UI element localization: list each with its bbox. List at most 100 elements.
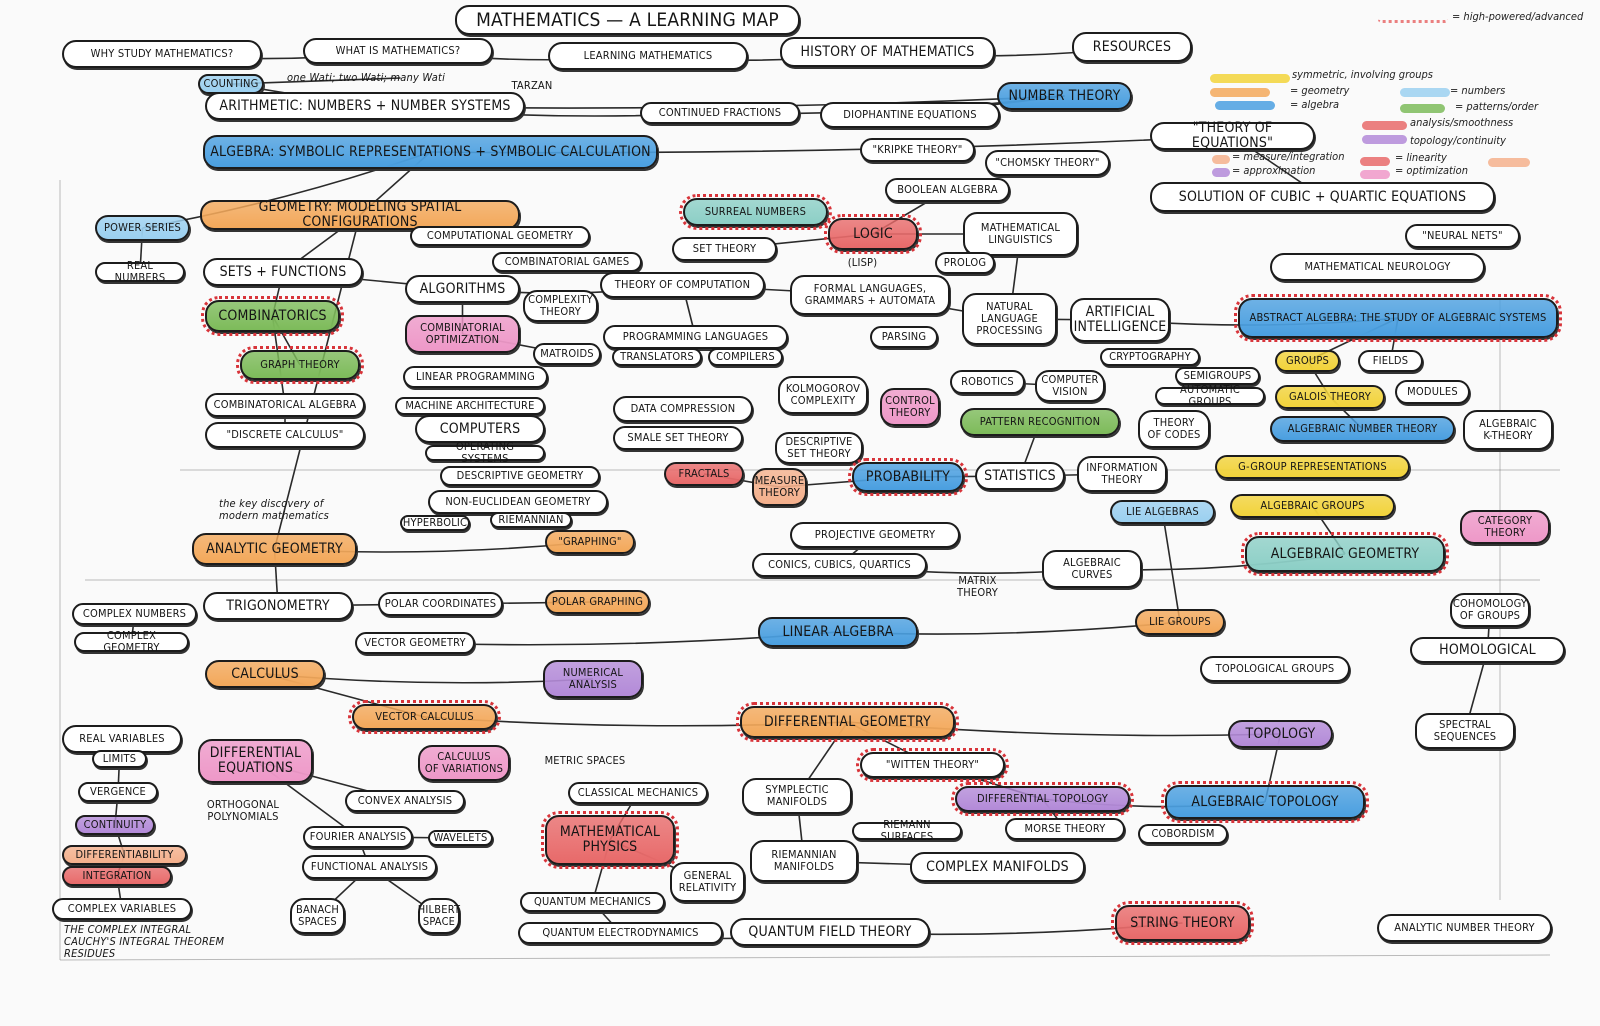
node-surreal-numbers[interactable]: SURREAL NUMBERS (679, 194, 832, 230)
node-theory-of-equations[interactable]: "THEORY OF EQUATIONS" (1150, 121, 1315, 151)
node-neural-nets[interactable]: "NEURAL NETS" (1405, 224, 1520, 248)
node-mathematical-physics[interactable]: MATHEMATICAL PHYSICS (541, 811, 679, 869)
node-prolog[interactable]: PROLOG (935, 252, 995, 274)
node-hyperbolic[interactable]: HYPERBOLIC (400, 515, 470, 531)
node-robotics[interactable]: ROBOTICS (950, 370, 1025, 394)
node-real-variables[interactable]: REAL VARIABLES (62, 725, 182, 753)
node-spectral-sequences[interactable]: SPECTRAL SEQUENCES (1415, 713, 1515, 749)
node-operating-systems[interactable]: OPERATING SYSTEMS (425, 441, 545, 465)
node-vector-geometry[interactable]: VECTOR GEOMETRY (355, 632, 475, 654)
node-complex-manifolds[interactable]: COMPLEX MANIFOLDS (910, 852, 1085, 882)
node-riemannian-manifolds[interactable]: RIEMANNIAN MANIFOLDS (750, 840, 858, 882)
node-banach-spaces[interactable]: BANACH SPACES (290, 898, 345, 934)
node-complex-variables[interactable]: COMPLEX VARIABLES (52, 898, 192, 920)
node-topological-groups[interactable]: TOPOLOGICAL GROUPS (1200, 656, 1350, 682)
node-descriptive-set-theory[interactable]: DESCRIPTIVE SET THEORY (775, 432, 863, 464)
node-why-study-mathematics[interactable]: WHY STUDY MATHEMATICS? (62, 40, 262, 68)
node-non-euclidean-geometry[interactable]: NON-EUCLIDEAN GEOMETRY (428, 490, 608, 514)
node-algebraic-geometry[interactable]: ALGEBRAIC GEOMETRY (1241, 532, 1449, 576)
node-matroids[interactable]: MATROIDS (533, 343, 601, 365)
node-continuity[interactable]: CONTINUITY (75, 815, 155, 835)
node-general-relativity[interactable]: GENERAL RELATIVITY (670, 862, 745, 902)
node-functional-analysis[interactable]: FUNCTIONAL ANALYSIS (302, 855, 437, 879)
node-solution-of-cubic-quartic-equations[interactable]: SOLUTION OF CUBIC + QUARTIC EQUATIONS (1150, 182, 1495, 212)
node-trigonometry[interactable]: TRIGONOMETRY (203, 592, 353, 620)
node-formal-languages-grammars-automata[interactable]: FORMAL LANGUAGES, GRAMMARS + AUTOMATA (790, 275, 950, 315)
node-parsing[interactable]: PARSING (870, 326, 938, 348)
node-lie-groups[interactable]: LIE GROUPS (1135, 609, 1225, 635)
node-mathematics-a-learning-map[interactable]: MATHEMATICS — A LEARNING MAP (455, 5, 800, 35)
node-numerical-analysis[interactable]: NUMERICAL ANALYSIS (543, 660, 643, 698)
node-combinatorical-algebra[interactable]: COMBINATORICAL ALGEBRA (205, 393, 365, 417)
node-combinatorial-optimization[interactable]: COMBINATORIAL OPTIMIZATION (405, 315, 520, 353)
node-complexity-theory[interactable]: COMPLEXITY THEORY (523, 290, 598, 322)
node-limits[interactable]: LIMITS (92, 750, 147, 768)
node-descriptive-geometry[interactable]: DESCRIPTIVE GEOMETRY (440, 466, 600, 486)
node-riemannian[interactable]: RIEMANNIAN (490, 512, 572, 528)
node-discrete-calculus[interactable]: "DISCRETE CALCULUS" (205, 422, 365, 448)
node-hilbert-space[interactable]: HILBERT SPACE (418, 898, 460, 934)
node-calculus-of-variations[interactable]: CALCULUS OF VARIATIONS (418, 745, 510, 781)
node-differential-equations[interactable]: DIFFERENTIAL EQUATIONS (198, 739, 313, 783)
node-algebraic-topology[interactable]: ALGEBRAIC TOPOLOGY (1161, 781, 1369, 823)
node-quantum-field-theory[interactable]: QUANTUM FIELD THEORY (730, 918, 930, 946)
node-linear-programming[interactable]: LINEAR PROGRAMMING (403, 366, 548, 388)
node-algebraic-groups[interactable]: ALGEBRAIC GROUPS (1230, 494, 1395, 518)
node-boolean-algebra[interactable]: BOOLEAN ALGEBRA (885, 178, 1010, 202)
node-artificial-intelligence[interactable]: ARTIFICIAL INTELLIGENCE (1070, 298, 1170, 342)
node-combinatorial-games[interactable]: COMBINATORIAL GAMES (492, 252, 642, 272)
node-differential-topology[interactable]: DIFFERENTIAL TOPOLOGY (951, 782, 1134, 816)
node-resources[interactable]: Resources (1072, 32, 1192, 62)
node-vergence[interactable]: VERGENCE (78, 782, 158, 802)
node-data-compression[interactable]: DATA COMPRESSION (613, 396, 753, 422)
node-computational-geometry[interactable]: COMPUTATIONAL GEOMETRY (410, 226, 590, 246)
node-natural-language-processing[interactable]: NATURAL LANGUAGE PROCESSING (962, 293, 1057, 345)
node-kolmogorov-complexity[interactable]: KOLMOGOROV COMPLEXITY (778, 376, 868, 414)
node-fractals[interactable]: FRACTALS (664, 462, 744, 486)
node-statistics[interactable]: STATISTICS (975, 462, 1065, 490)
node-witten-theory[interactable]: "WITTEN THEORY" (856, 748, 1009, 782)
node-mathematical-linguistics[interactable]: MATHEMATICAL LINGUISTICS (963, 212, 1078, 256)
node-differentiability[interactable]: DIFFERENTIABILITY (62, 845, 187, 865)
node-lie-algebras[interactable]: LIE ALGEBRAS (1110, 500, 1215, 524)
node-fields[interactable]: FIELDS (1358, 350, 1423, 372)
node-compilers[interactable]: COMPILERS (708, 348, 783, 366)
node-wavelets[interactable]: WAVELETS (428, 830, 493, 846)
node-symplectic-manifolds[interactable]: SYMPLECTIC MANIFOLDS (742, 778, 852, 814)
node-analytic-geometry[interactable]: ANALYTIC GEOMETRY (192, 533, 357, 565)
node-complex-numbers[interactable]: COMPLEX NUMBERS (72, 603, 197, 625)
node-homological[interactable]: HOMOLOGICAL (1410, 637, 1565, 663)
node-riemann-surfaces[interactable]: RIEMANN SURFACES (852, 819, 962, 843)
node-conics-cubics-quartics[interactable]: CONICS, CUBICS, QUARTICS (752, 553, 927, 577)
node-algebraic-number-theory[interactable]: ALGEBRAIC NUMBER THEORY (1270, 416, 1455, 442)
node-differential-geometry[interactable]: DIFFERENTIAL GEOMETRY (736, 702, 959, 742)
node-cryptography[interactable]: CRYPTOGRAPHY (1100, 348, 1200, 366)
node-computer-vision[interactable]: COMPUTER VISION (1035, 370, 1105, 402)
node-kripke-theory[interactable]: "KRIPKE THEORY" (860, 138, 975, 162)
node-convex-analysis[interactable]: CONVEX ANALYSIS (345, 790, 465, 812)
node-algorithms[interactable]: ALGORITHMS (405, 275, 520, 303)
node-cohomology-of-groups[interactable]: COHOMOLOGY OF GROUPS (1450, 593, 1530, 627)
node-calculus[interactable]: CALCULUS (205, 660, 325, 688)
node-history-of-mathematics[interactable]: HISTORY OF MATHEMATICS (780, 37, 995, 67)
node-probability[interactable]: PROBABILITY (848, 458, 968, 496)
node-theory-of-codes[interactable]: THEORY OF CODES (1138, 410, 1210, 448)
node-semigroups[interactable]: SEMIGROUPS (1175, 367, 1260, 385)
node-chomsky-theory[interactable]: "CHOMSKY THEORY" (985, 150, 1110, 176)
node-combinatorics[interactable]: COMBINATORICS (201, 296, 344, 336)
node-real-numbers[interactable]: REAL NUMBERS (95, 260, 185, 284)
node-quantum-mechanics[interactable]: QUANTUM MECHANICS (520, 892, 665, 912)
node-number-theory[interactable]: NUMBER THEORY (997, 82, 1132, 110)
node-graphing[interactable]: "GRAPHING" (545, 530, 635, 554)
node-automatic-groups[interactable]: AUTOMATIC GROUPS (1155, 384, 1265, 408)
node-g-group-representations[interactable]: G-GROUP REPRESENTATIONS (1215, 455, 1410, 479)
node-power-series[interactable]: POWER SERIES (95, 215, 190, 241)
node-graph-theory[interactable]: GRAPH THEORY (236, 346, 364, 384)
node-polar-graphing[interactable]: POLAR GRAPHING (545, 590, 650, 614)
node-modules[interactable]: MODULES (1395, 380, 1470, 404)
node-arithmetic-numbers-number-systems[interactable]: ARITHMETIC: NUMBERS + NUMBER SYSTEMS (205, 92, 525, 120)
node-cobordism[interactable]: COBORDISM (1138, 824, 1228, 844)
node-fourier-analysis[interactable]: FOURIER ANALYSIS (303, 826, 413, 848)
node-polar-coordinates[interactable]: POLAR COORDINATES (378, 592, 503, 616)
node-set-theory[interactable]: SET THEORY (672, 237, 777, 261)
